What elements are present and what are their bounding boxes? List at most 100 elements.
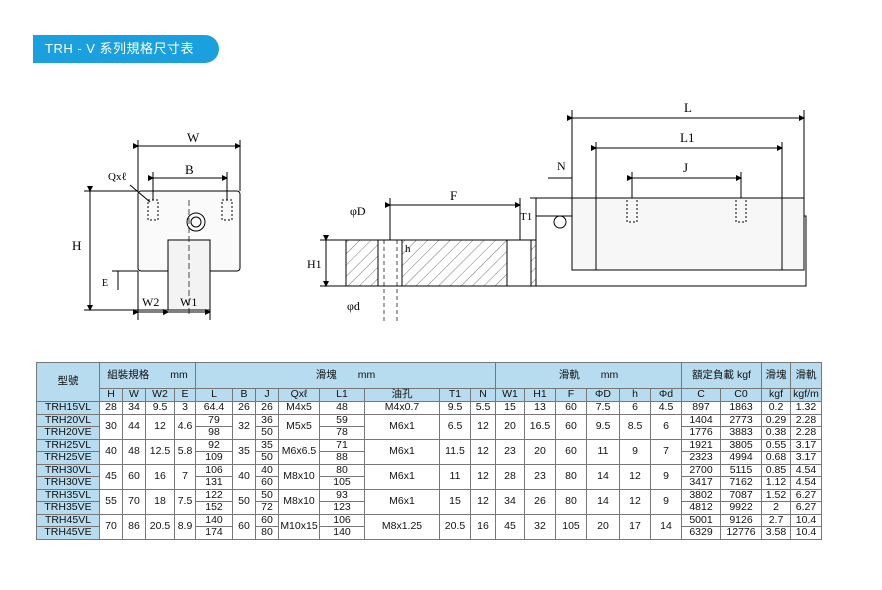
cell: 9.5 — [145, 401, 175, 415]
cell: 80 — [255, 526, 279, 540]
cell: 3 — [174, 401, 196, 415]
cell: 5.8 — [174, 438, 196, 465]
cell: 11 — [439, 463, 471, 490]
cell: 45 — [495, 513, 525, 540]
cell: 60 — [232, 513, 256, 540]
col-oil: 油孔 — [364, 388, 440, 402]
cell: 15 — [439, 488, 471, 515]
cell: M4x5 — [278, 401, 320, 415]
cell: 32 — [232, 413, 256, 440]
cell: 3.17 — [790, 438, 822, 452]
cell: 3.58 — [761, 526, 791, 540]
table-row: TRH35VE 152 72 123 4812 9922 2 6.27 — [36, 501, 822, 515]
cell: 0.68 — [761, 451, 791, 465]
cell-model: TRH35VE — [36, 501, 100, 515]
cell: 105 — [319, 476, 365, 490]
cell: 12 — [619, 488, 651, 515]
cell: 11.5 — [439, 438, 471, 465]
cell: 9126 — [720, 513, 762, 527]
cell: 8.5 — [619, 413, 651, 440]
cell: 72 — [255, 501, 279, 515]
cell: 23 — [495, 438, 525, 465]
cell-model: TRH25VL — [36, 438, 100, 452]
cell: 2323 — [681, 451, 721, 465]
cell: 11 — [586, 438, 620, 465]
col-phid: Φd — [650, 388, 682, 402]
cell: 105 — [555, 513, 587, 540]
cell: 20 — [495, 413, 525, 440]
cell: 12 — [470, 438, 496, 465]
cell: M5x5 — [278, 413, 320, 440]
cell: 12 — [619, 463, 651, 490]
col-N: N — [470, 388, 496, 402]
table-row: TRH30VE 131 60 105 3417 7162 1.12 4.54 — [36, 476, 822, 490]
cell: 1863 — [720, 401, 762, 415]
cell: 9.5 — [439, 401, 471, 415]
cell: 34 — [122, 401, 146, 415]
cell: 2700 — [681, 463, 721, 477]
cell: 3802 — [681, 488, 721, 502]
cell: 79 — [195, 413, 233, 427]
col-W2: W2 — [145, 388, 175, 402]
label-F: F — [450, 188, 457, 203]
cell: M8x10 — [278, 488, 320, 515]
cell-model: TRH25VE — [36, 451, 100, 465]
cell: 36 — [255, 413, 279, 427]
cell: 12 — [470, 463, 496, 490]
cell: 35 — [232, 438, 256, 465]
cell: 64.4 — [195, 401, 233, 415]
cell: 3.17 — [790, 451, 822, 465]
cell: 1.12 — [761, 476, 791, 490]
spec-table: 型號 組裝規格 mm 滑塊 mm 滑軌 mm 額定負載 kgf 滑塊 滑軌 H … — [36, 362, 822, 540]
cell: 2.7 — [761, 513, 791, 527]
cell: 0.38 — [761, 426, 791, 440]
col-E: E — [174, 388, 196, 402]
cell: 70 — [122, 488, 146, 515]
cell: 7 — [174, 463, 196, 490]
cell: 60 — [555, 438, 587, 465]
label-W2: W2 — [142, 295, 159, 309]
cell: 1.32 — [790, 401, 822, 415]
cell-model: TRH20VL — [36, 413, 100, 427]
cell: 9.5 — [586, 413, 620, 440]
cell: 1776 — [681, 426, 721, 440]
cell: 98 — [195, 426, 233, 440]
cell: 2 — [761, 501, 791, 515]
cell: 106 — [319, 513, 365, 527]
cell: 34 — [495, 488, 525, 515]
cell: 18 — [145, 488, 175, 515]
cell: 140 — [195, 513, 233, 527]
cell: 4.6 — [174, 413, 196, 440]
cell: 13 — [524, 401, 556, 415]
cell: 92 — [195, 438, 233, 452]
cell: 12.5 — [145, 438, 175, 465]
cell: M10x15 — [278, 513, 320, 540]
cell: 7162 — [720, 476, 762, 490]
cell-model: TRH20VE — [36, 426, 100, 440]
col-phiD: ΦD — [586, 388, 620, 402]
cell: 8.9 — [174, 513, 196, 540]
cell: 4.54 — [790, 463, 822, 477]
cell: 88 — [319, 451, 365, 465]
cell: 140 — [319, 526, 365, 540]
col-B: B — [232, 388, 256, 402]
cell: 6329 — [681, 526, 721, 540]
cell: 80 — [555, 488, 587, 515]
cell: 48 — [319, 401, 365, 415]
col-C: C — [681, 388, 721, 402]
cell: 122 — [195, 488, 233, 502]
col-W: W — [122, 388, 146, 402]
header-block: 滑塊 mm — [195, 362, 496, 389]
cell: 26 — [255, 401, 279, 415]
cell-model: TRH45VL — [36, 513, 100, 527]
label-W: W — [187, 130, 200, 145]
label-H: H — [72, 238, 81, 253]
cell: 70 — [99, 513, 123, 540]
cell: 71 — [319, 438, 365, 452]
col-Qxl: Qxℓ — [278, 388, 320, 402]
cell: 0.85 — [761, 463, 791, 477]
table-row: TRH25VE 109 50 88 2323 4994 0.68 3.17 — [36, 451, 822, 465]
cell: 1404 — [681, 413, 721, 427]
cell: 5001 — [681, 513, 721, 527]
header-assembly: 組裝規格 mm — [99, 362, 196, 389]
